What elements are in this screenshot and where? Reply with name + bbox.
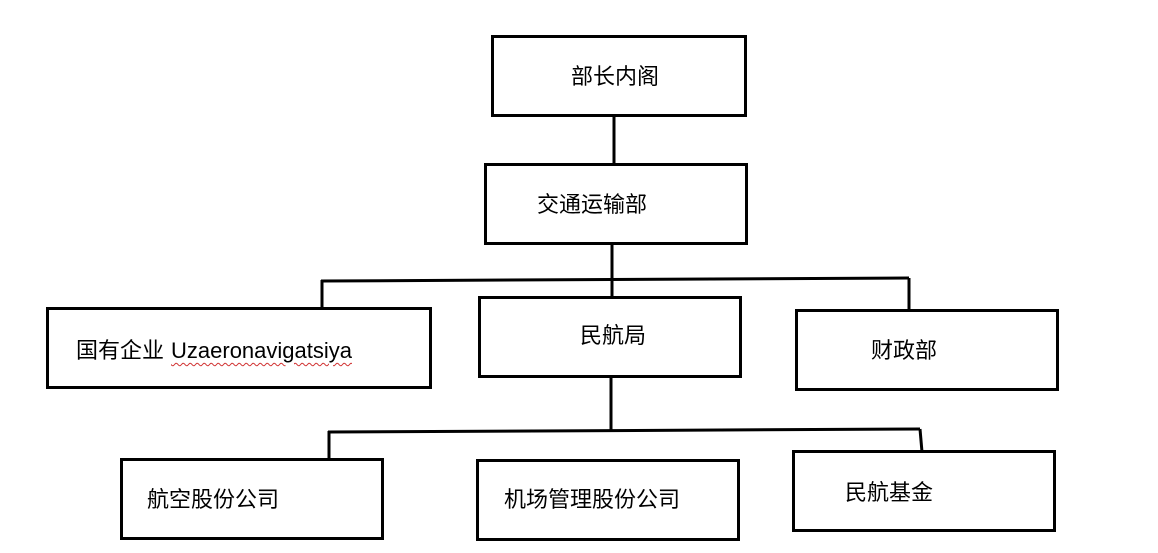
node-airline: 航空股份公司 <box>120 458 384 540</box>
node-fund-label: 民航基金 <box>845 481 934 506</box>
node-transport-label: 交通运输部 <box>537 193 648 218</box>
node-cabinet: 部长内阁 <box>491 35 747 117</box>
node-soe-label-latin: Uzaeronavigatsiya <box>171 338 352 363</box>
edge-caa-bus <box>327 427 921 434</box>
edge-transport-bus <box>320 276 910 283</box>
node-airport: 机场管理股份公司 <box>476 459 740 541</box>
node-soe-label: 国有企业 Uzaeronavigatsiya <box>76 340 352 363</box>
node-airline-label: 航空股份公司 <box>147 488 280 513</box>
node-caa-label: 民航局 <box>580 324 647 349</box>
edge-caa-fund <box>918 428 924 453</box>
node-soe: 国有企业 Uzaeronavigatsiya <box>46 307 432 389</box>
node-transport: 交通运输部 <box>484 163 748 245</box>
node-cabinet-label: 部长内阁 <box>571 65 660 90</box>
node-soe-label-cn: 国有企业 <box>76 339 165 364</box>
node-finance-label: 财政部 <box>871 339 938 364</box>
node-fund: 民航基金 <box>792 450 1056 532</box>
node-airport-label: 机场管理股份公司 <box>504 488 681 513</box>
node-finance: 财政部 <box>795 309 1059 391</box>
node-caa: 民航局 <box>478 296 742 378</box>
